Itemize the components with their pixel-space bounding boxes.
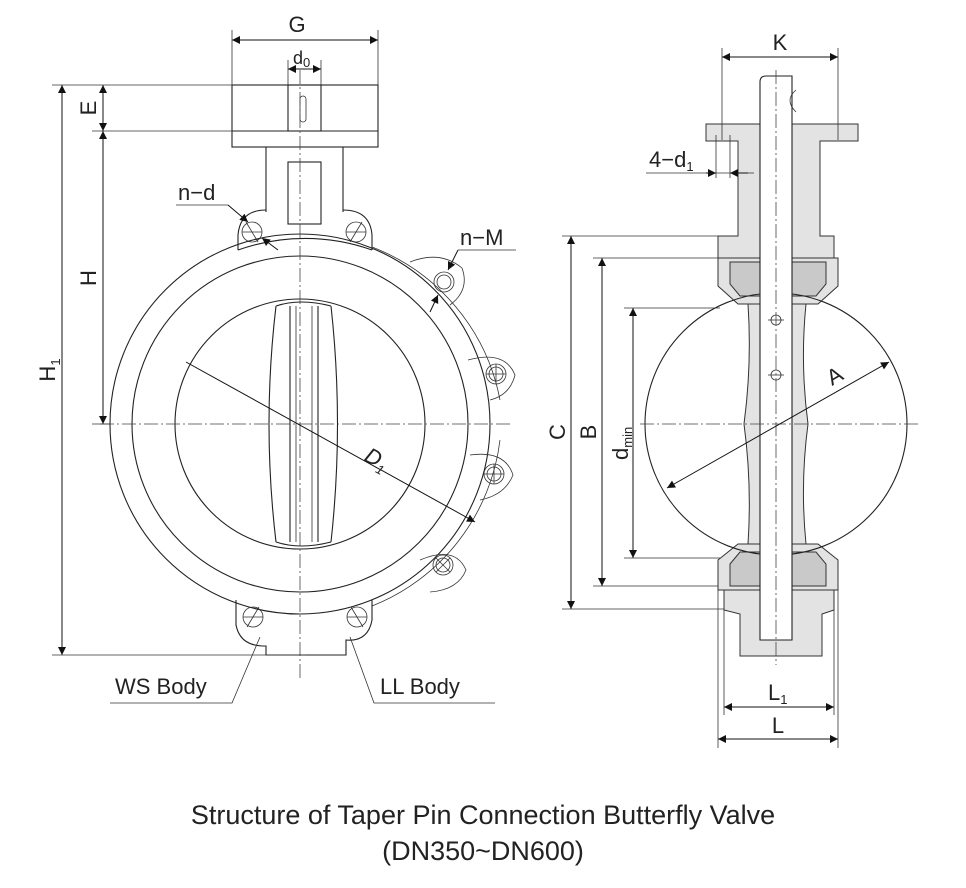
front-view: D1 G d0 E H H1 n−d n−M <box>35 12 516 704</box>
h1-label: H1 <box>35 358 63 381</box>
d1-dimension-line <box>185 361 476 523</box>
e-label: E <box>76 101 101 116</box>
lug-bolts-right <box>409 256 516 593</box>
dmin-label: dmin <box>608 427 635 460</box>
d1-label: D1 <box>359 442 393 478</box>
top-flange <box>231 84 379 148</box>
ll-body-leader <box>349 636 495 704</box>
c-label: C <box>545 424 570 440</box>
caption-title: Structure of Taper Pin Connection Butter… <box>190 800 776 830</box>
l-label: L <box>772 713 784 738</box>
four-d1-label: 4−d1 <box>649 147 694 174</box>
ws-body-label: WS Body <box>115 674 207 699</box>
a-dimension-line <box>666 361 890 489</box>
ll-body-label: LL Body <box>380 674 460 699</box>
b-label: B <box>576 425 601 440</box>
taper-key <box>789 89 797 113</box>
g-label: G <box>288 12 305 37</box>
lug-top-right <box>342 209 373 250</box>
n-m-label: n−M <box>460 225 503 250</box>
h-label: H <box>76 270 101 286</box>
d0-label: d0 <box>293 48 310 70</box>
side-view: K 4−d1 C B dmin A L1 L <box>545 30 920 748</box>
caption-range: (DN350~DN600) <box>382 836 584 866</box>
n-d-label: n−d <box>178 180 215 205</box>
seat-bottom-right <box>791 551 827 587</box>
seat-top-right <box>791 261 827 297</box>
lug-ring-outer <box>371 246 501 401</box>
a-label: A <box>822 361 847 390</box>
ws-body-leader <box>110 636 261 704</box>
k-label: K <box>773 30 788 55</box>
stem-square <box>287 84 322 132</box>
l1-label: L1 <box>768 680 787 707</box>
key-slot <box>299 95 307 123</box>
